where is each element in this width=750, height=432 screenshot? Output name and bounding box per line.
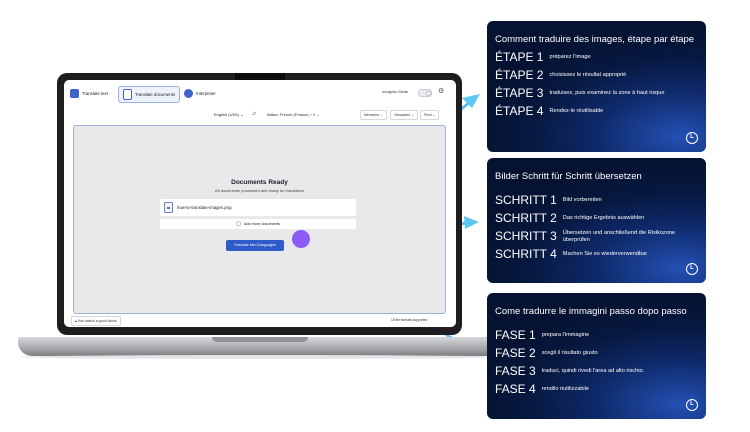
laptop-screen: Translate text Translate documents Inter… [64,80,456,327]
step-number: ÉTAPE 3 [495,86,544,100]
arrowhead-german [464,216,479,229]
step-row: FASE 2 scegli il risultato giusto [495,347,698,360]
formats-supported-text: 15 file formats supported [391,318,428,322]
interpreter-icon [184,89,193,98]
step-row: ÉTAPE 1 préparez l'image [495,51,698,64]
laptop-hinge [212,337,308,342]
step-row: FASE 3 traduci, quindi rivedi l'area ad … [495,365,698,378]
step-text: Machen Sie es wiederverwendbar [562,251,648,258]
document-icon [123,89,132,100]
add-more-documents-button[interactable]: ▢ Add more documents [160,219,356,229]
translate-button[interactable]: Translate into 3 languages [226,240,284,251]
documents-ready-subtitle: All documents processed and ready for tr… [215,188,304,193]
add-document-icon: ▢ [236,221,241,227]
step-text: prepara l'immagine [541,332,590,339]
translate-text-icon [70,89,79,98]
card-german: Bilder Schritt für Schritt übersetzen SC… [487,158,706,283]
documents-ready-title: Documents Ready [231,179,288,186]
step-row: SCHRITT 3 Übersetzen und anschließend di… [495,230,698,243]
tab-translate-documents[interactable]: Translate documents [118,86,180,103]
step-text: préparez l'image [549,54,591,61]
target-language-select[interactable]: Italian, French (France), +1 ⌄ [267,112,320,117]
card-title: Bilder Schritt für Schritt übersetzen [495,171,642,182]
brand-logo-icon: L [686,132,698,144]
swap-languages-icon[interactable]: ⇄ [252,111,257,117]
gear-icon[interactable]: ⚙ [438,88,445,95]
step-number: SCHRITT 2 [495,211,557,225]
tab-label: Interpreter [196,91,216,96]
source-language-select[interactable]: English (USA) ⌄ [214,112,244,117]
step-row: SCHRITT 1 Bild vorbereiten [495,194,698,207]
laptop-base [18,337,503,356]
step-text: Bild vorbereiten [562,197,602,204]
step-row: ÉTAPE 2 choisissez le résultat approprié [495,69,698,82]
step-number: ÉTAPE 2 [495,68,544,82]
step-number: SCHRITT 4 [495,247,557,261]
step-row: FASE 1 prepara l'immagine [495,329,698,342]
laptop-shadow [20,355,500,359]
step-text: traduci, quindi rivedi l'area ad alto ri… [541,368,645,375]
step-row: SCHRITT 2 Das richtige Ergebnis auswähle… [495,212,698,225]
step-number: FASE 2 [495,346,536,360]
glossaries-dropdown[interactable]: Glossaries ⌄ [390,110,418,120]
image-file-icon [164,202,173,213]
step-text: Das richtige Ergebnis auswählen [562,215,645,222]
cursor-highlight [292,230,310,248]
step-number: ÉTAPE 4 [495,104,544,118]
step-text: rendilo riutilizzabile [541,386,589,393]
card-title: Come tradurre le immagini passo dopo pas… [495,306,687,317]
arrowhead-french [462,94,480,108]
card-title: Comment traduire des images, étape par é… [495,34,695,45]
step-text: traduisez, puis examinez la zone à haut … [549,90,665,97]
language-bar: English (USA) ⌄ ⇄ Italian, French (Franc… [64,110,456,122]
data-security-badge: 🔒︎ Your data is in good hands [71,316,121,326]
step-number: SCHRITT 3 [495,229,557,243]
step-number: FASE 1 [495,328,536,342]
lock-icon: 🔒︎ [75,319,77,323]
step-number: FASE 3 [495,364,536,378]
step-text: scegli il risultato giusto [541,350,598,357]
step-text: Rendez-le réutilisable [549,108,604,115]
step-number: SCHRITT 1 [495,193,557,207]
data-security-text: Your data is in good hands [77,319,117,323]
card-italian: Come tradurre le immagini passo dopo pas… [487,293,706,419]
top-navigation: Translate text Translate documents Inter… [64,80,456,108]
card-french: Comment traduire des images, étape par é… [487,21,706,152]
add-more-label: Add more documents [243,222,280,226]
brand-logo-icon: L [686,263,698,275]
step-text: choisissez le résultat approprié [549,72,627,79]
step-row: SCHRITT 4 Machen Sie es wiederverwendbar [495,248,698,261]
incognito-mode-label: Incognito Mode [382,90,408,94]
memories-dropdown[interactable]: Memories ⌄ [360,110,387,120]
step-row: FASE 4 rendilo riutilizzabile [495,383,698,396]
document-drop-area[interactable]: Documents Ready All documents processed … [73,125,446,314]
tab-interpreter[interactable]: Interpreter [184,86,216,101]
file-name: how-to-translate-images.png [177,205,232,210]
step-number: FASE 4 [495,382,536,396]
brand-logo-icon: L [686,399,698,411]
tab-label: Translate documents [135,92,175,97]
pivot-dropdown[interactable]: Pivot ⌄ [420,110,440,120]
file-item[interactable]: how-to-translate-images.png [160,199,356,216]
tab-translate-text[interactable]: Translate text [70,86,108,101]
step-row: ÉTAPE 3 traduisez, puis examinez la zone… [495,87,698,100]
tab-label: Translate text [82,91,108,96]
incognito-toggle[interactable] [418,89,432,97]
step-row: ÉTAPE 4 Rendez-le réutilisable [495,105,698,118]
step-number: ÉTAPE 1 [495,50,544,64]
step-text: Übersetzen und anschließend die Risikozo… [562,230,676,243]
camera-notch [235,73,285,83]
